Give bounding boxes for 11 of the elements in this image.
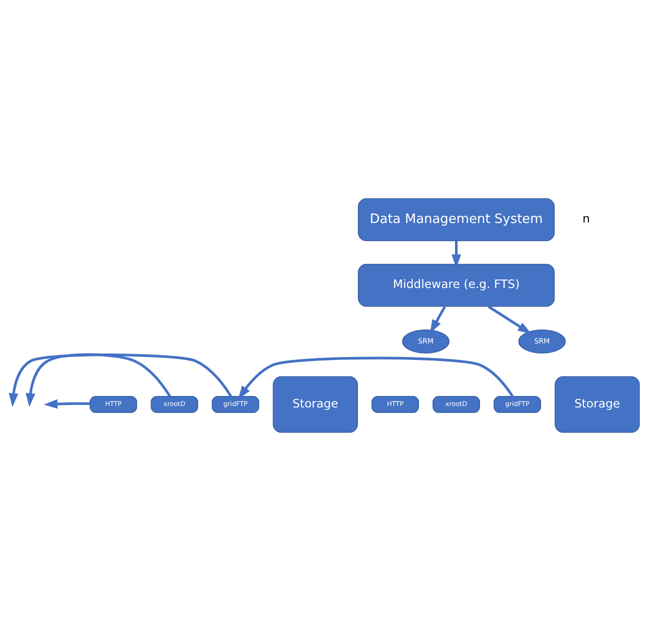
arrow (8, 353, 232, 406)
arrow (238, 356, 514, 399)
node-box: Storage (272, 376, 358, 432)
node-box: Storage (554, 376, 640, 432)
node-box: Middleware (e.g. FTS) (358, 263, 555, 306)
arrow (26, 352, 171, 406)
label: n (582, 211, 590, 226)
arrow (44, 398, 90, 408)
arrow (488, 304, 532, 334)
arrow (430, 306, 446, 333)
node-box: Data Management System (358, 198, 555, 241)
